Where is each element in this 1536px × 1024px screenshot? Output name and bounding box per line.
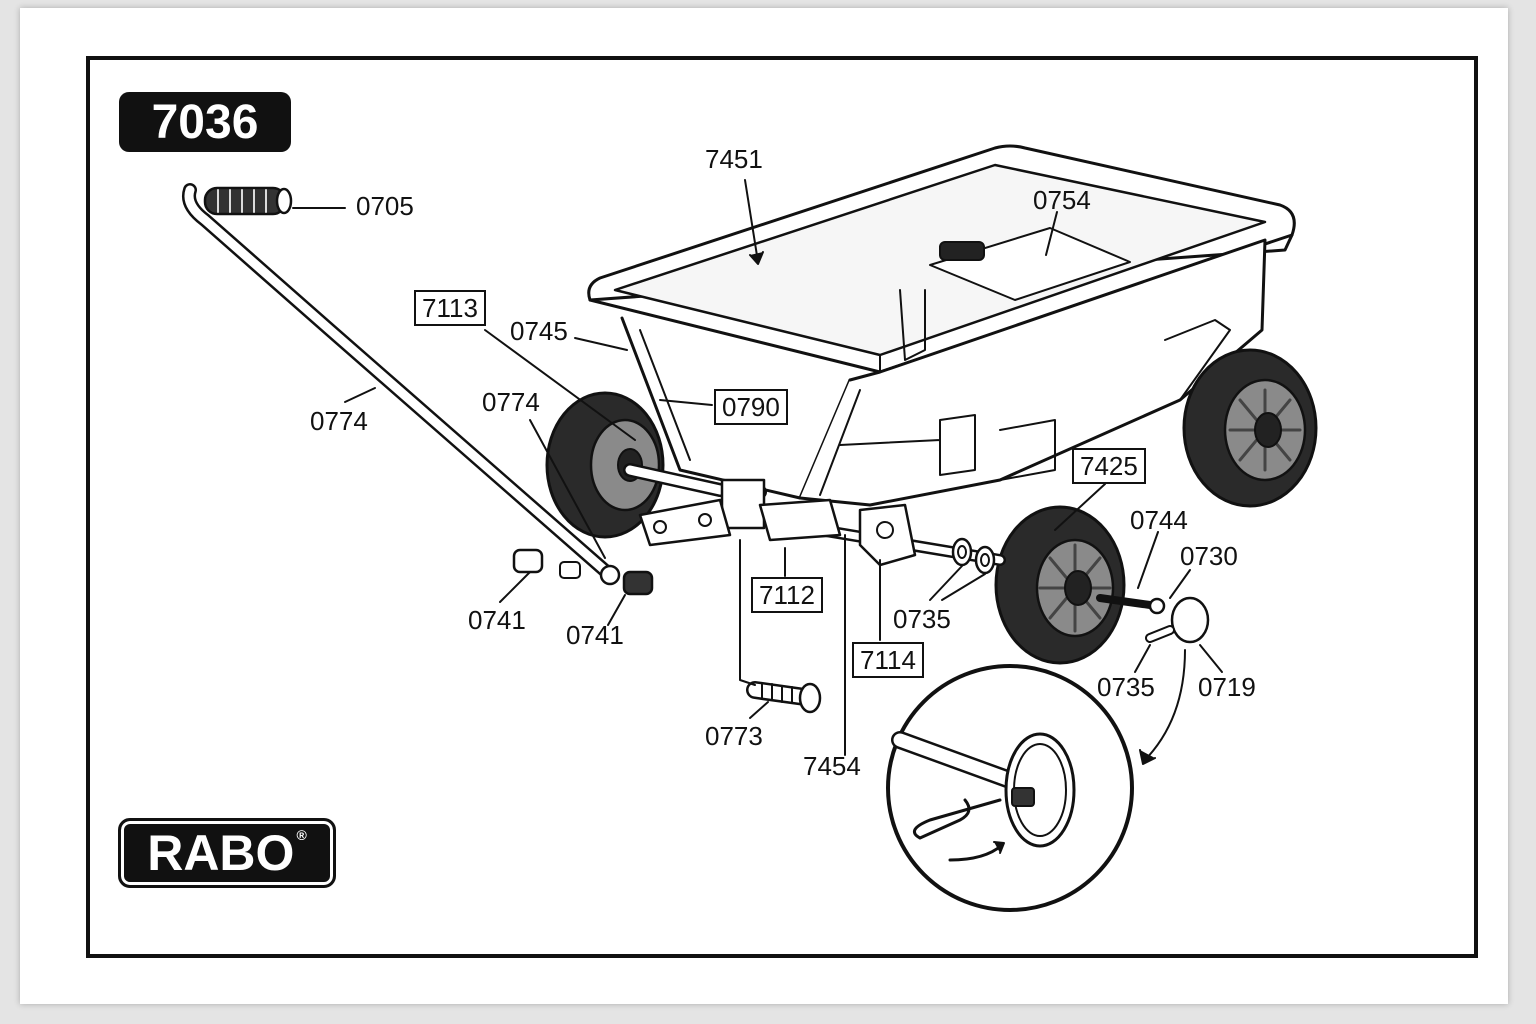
brand-name: RABO (147, 825, 295, 881)
label-7112: 7112 (751, 577, 823, 613)
diagram-frame (86, 56, 1478, 958)
label-7454: 7454 (803, 751, 861, 781)
front-axle-assembly (623, 463, 1166, 615)
handle-grip (203, 186, 293, 216)
wheel-rear-right (1182, 348, 1318, 508)
wheel-front (994, 505, 1126, 665)
label-0744: 0744 (1130, 505, 1188, 535)
label-7114: 7114 (852, 642, 924, 678)
label-0735-wheel: 0735 (1097, 672, 1155, 702)
label-0774-pivot: 0774 (482, 387, 540, 417)
bolt-0735-small (1145, 625, 1175, 643)
label-7113: 7113 (414, 290, 486, 326)
bolt-0773 (746, 681, 822, 714)
pull-handle (182, 183, 621, 586)
label-0730: 0730 (1180, 541, 1238, 571)
label-0745: 0745 (510, 316, 568, 346)
label-7451: 7451 (705, 144, 763, 174)
hubcap-0730 (1170, 596, 1210, 644)
wagon-tub (587, 144, 1296, 507)
label-0741-right: 0741 (566, 620, 624, 650)
bushings-0741 (512, 548, 654, 596)
label-0774-handle: 0774 (310, 406, 368, 436)
label-0773: 0773 (705, 721, 763, 751)
leader-lines (292, 179, 1223, 765)
label-0790: 0790 (714, 389, 788, 425)
model-number-badge: 7036 (119, 92, 291, 152)
label-0754: 0754 (1033, 185, 1091, 215)
registered-mark: ® (296, 827, 307, 843)
detail-inset-cotter-pin (886, 664, 1134, 912)
label-0735-axle: 0735 (893, 604, 951, 634)
label-7425: 7425 (1072, 448, 1146, 484)
label-0741-left: 0741 (468, 605, 526, 635)
wheel-rear-left (545, 391, 665, 539)
label-0705: 0705 (356, 191, 414, 221)
brand-logo: RABO® (118, 818, 336, 888)
label-0719: 0719 (1198, 672, 1256, 702)
